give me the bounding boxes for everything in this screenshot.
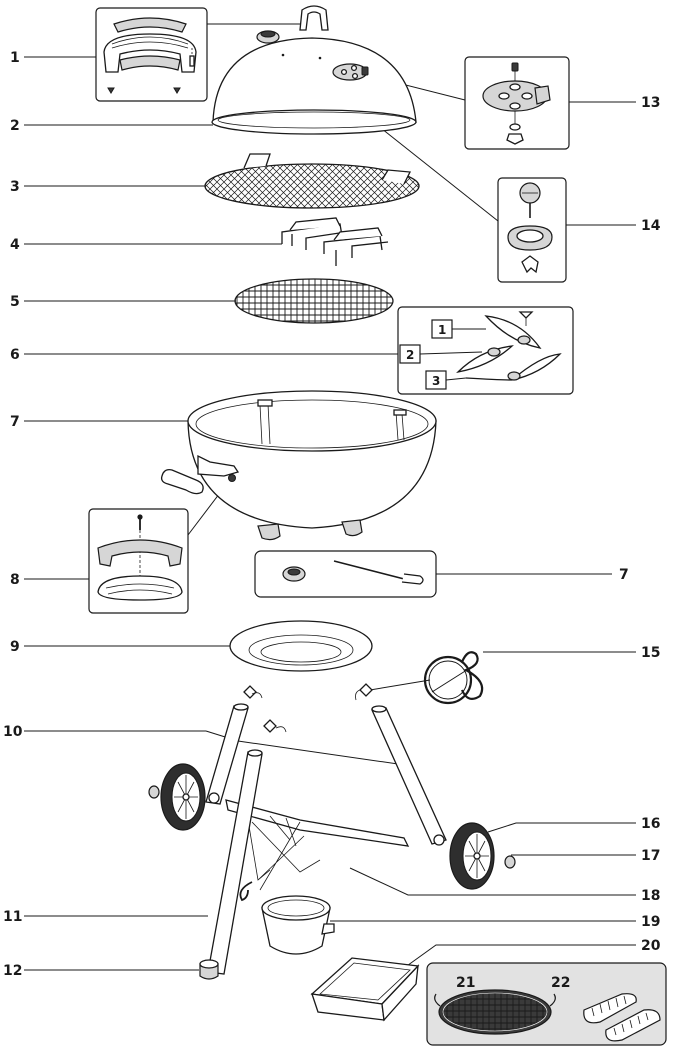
legs: [205, 703, 447, 846]
callout-19: 19: [641, 914, 660, 930]
callout-22: 22: [551, 975, 570, 991]
callout-numbers-left: 1 2 3 4 5 6 7 8 9 10 11 12: [3, 50, 23, 979]
left-wheel: [148, 763, 206, 831]
right-wheel: [449, 822, 495, 890]
blade-step-3: 3: [432, 374, 440, 388]
wire-clip: [423, 651, 484, 705]
callout-1: 1: [10, 50, 20, 66]
callout-6: 6: [10, 347, 20, 363]
callout-5: 5: [10, 294, 20, 310]
ash-bucket: [261, 895, 335, 955]
blade-step-1: 1: [438, 323, 446, 337]
callout-14: 14: [641, 218, 661, 234]
callout-9: 9: [10, 639, 20, 655]
callout-21: 21: [456, 975, 475, 991]
side-handle: [160, 468, 204, 495]
callout-18: 18: [641, 888, 660, 904]
grill-bowl: [187, 390, 437, 541]
bowl-tools-detail-box: [254, 550, 437, 598]
drip-pan: [310, 957, 420, 1022]
callout-2: 2: [10, 118, 20, 134]
lid-handle-detail-box: [95, 7, 208, 102]
leg-cap: [199, 959, 219, 980]
front-leg: [207, 749, 263, 975]
callout-7-right: 7: [619, 567, 629, 583]
fasteners: [243, 683, 373, 733]
callout-11: 11: [3, 909, 22, 925]
lid-vent-detail-box: [464, 56, 570, 150]
callout-17: 17: [641, 848, 660, 864]
callout-3: 3: [10, 179, 20, 195]
thermometer-detail-box: [497, 177, 567, 283]
callout-15: 15: [641, 645, 660, 661]
lower-frame: [225, 799, 410, 902]
callout-numbers-right: 13 14 7 15 16 17 18 19 20: [619, 95, 661, 954]
callout-8: 8: [10, 572, 20, 588]
callout-20: 20: [641, 938, 661, 954]
ash-dish: [229, 620, 373, 672]
cooking-grate: [204, 153, 420, 209]
callout-4: 4: [10, 237, 20, 253]
charcoal-grate: [234, 278, 394, 324]
bowl-handle-detail-box: [88, 508, 189, 614]
callout-13: 13: [641, 95, 660, 111]
blade-step-2: 2: [406, 348, 414, 362]
hub-cap: [504, 855, 516, 869]
blade-assembly-detail-box: 1 2 3: [397, 306, 574, 395]
callout-10: 10: [3, 724, 23, 740]
callout-16: 16: [641, 816, 660, 832]
accessory-box: 21 22: [426, 962, 667, 1046]
callout-12: 12: [3, 963, 22, 979]
grill-lid: [211, 5, 417, 135]
charcoal-rails: [281, 217, 389, 266]
callout-7: 7: [10, 414, 20, 430]
